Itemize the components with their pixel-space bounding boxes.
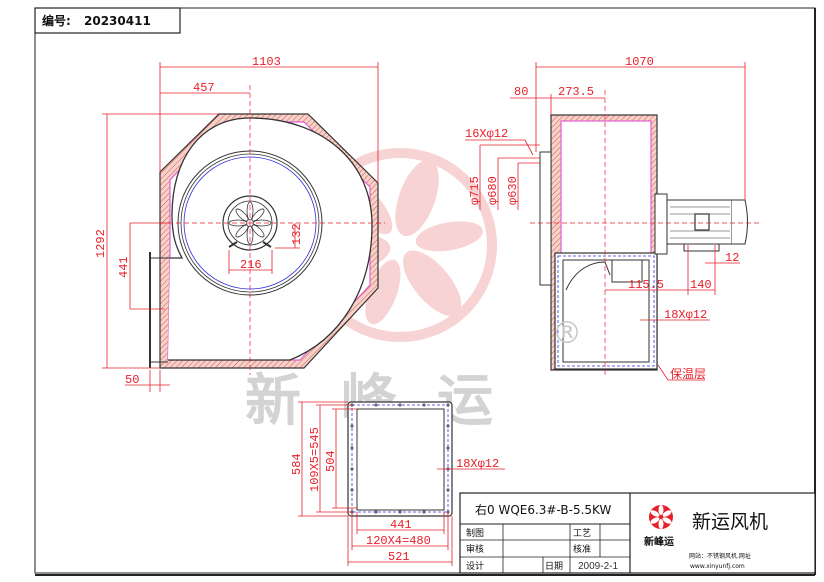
label-approved: 核准 bbox=[573, 543, 591, 555]
logo-text: 新峰运 bbox=[644, 535, 674, 548]
website-label: 网站：不锈钢风机.网址 bbox=[689, 552, 751, 560]
dim-d715: φ715 bbox=[468, 176, 482, 205]
dim-273-5: 273.5 bbox=[558, 85, 594, 99]
dim-d630: φ630 bbox=[506, 176, 520, 205]
dim-bolt-w: 120X4=480 bbox=[366, 534, 431, 548]
dim-521: 521 bbox=[388, 550, 410, 564]
outlet-flange-dimensions bbox=[298, 401, 505, 566]
label-date: 日期 bbox=[545, 561, 563, 572]
dim-584: 584 bbox=[290, 453, 304, 475]
company-name: 新运风机 bbox=[692, 511, 768, 533]
dim-441: 441 bbox=[117, 256, 131, 278]
dim-140: 140 bbox=[690, 278, 712, 292]
serial-label: 编号: bbox=[41, 13, 71, 28]
model-number: 右0 WQE6.3#-B-5.5KW bbox=[475, 502, 611, 517]
insulation-label: 保温层 bbox=[670, 367, 706, 382]
date-value: 2009-2-1 bbox=[578, 561, 618, 572]
outlet-flange-view bbox=[347, 401, 453, 517]
front-view bbox=[149, 85, 385, 375]
sheet-border bbox=[34, 7, 816, 576]
side-view-dimensions bbox=[465, 62, 746, 381]
dim-bolt-h: 109X5=545 bbox=[308, 427, 322, 492]
dim-441-w: 441 bbox=[390, 518, 412, 532]
dim-1292: 1292 bbox=[94, 229, 108, 258]
watermark-registered: ® bbox=[552, 316, 582, 351]
dim-216: 216 bbox=[240, 258, 262, 272]
dim-12: 12 bbox=[725, 251, 739, 265]
label-process: 工艺 bbox=[573, 528, 591, 539]
dim-457: 457 bbox=[193, 81, 215, 95]
dim-1070: 1070 bbox=[625, 55, 654, 69]
dim-504: 504 bbox=[324, 450, 338, 472]
title-block bbox=[459, 492, 816, 574]
side-view bbox=[530, 90, 760, 375]
dim-115-5: 115.5 bbox=[628, 278, 664, 292]
dim-outlet-holes-side: 18Xφ12 bbox=[664, 308, 707, 322]
dim-1103: 1103 bbox=[252, 55, 281, 69]
dim-outlet-holes: 18Xφ12 bbox=[456, 457, 499, 471]
company-logo bbox=[649, 505, 673, 529]
label-checked: 审核 bbox=[466, 543, 484, 555]
label-drawn: 制图 bbox=[466, 527, 484, 539]
dim-80: 80 bbox=[514, 85, 528, 99]
dim-d680: φ680 bbox=[486, 176, 500, 205]
serial-number: 20230411 bbox=[84, 14, 151, 28]
dim-50: 50 bbox=[125, 373, 139, 387]
front-view-dimensions bbox=[102, 62, 379, 392]
dim-132: 132 bbox=[290, 223, 304, 245]
dim-inlet-holes: 16Xφ12 bbox=[465, 127, 508, 141]
label-design: 设计 bbox=[466, 560, 484, 572]
website-url: www.xinyunfj.com bbox=[690, 563, 745, 570]
